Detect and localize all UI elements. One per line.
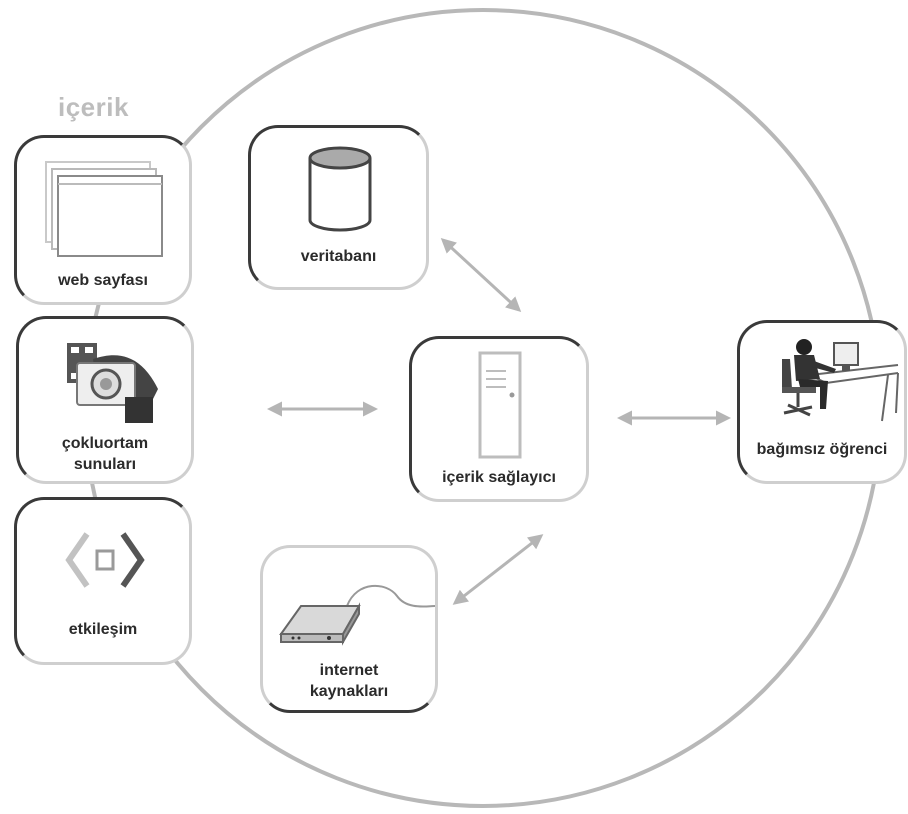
web-page-label: web sayfası <box>58 272 148 289</box>
web-page-icon <box>45 161 163 257</box>
content-provider-label: içerik sağlayıcı <box>442 469 556 486</box>
content-heading: içerik <box>58 92 129 122</box>
internet-label-line1: internet <box>319 662 379 679</box>
node-web-page: web sayfası <box>14 135 192 305</box>
server-icon <box>478 351 522 459</box>
node-internet-resources: internet kaynakları <box>260 545 438 713</box>
multimedia-icon <box>67 343 158 423</box>
modem-icon <box>279 584 436 646</box>
internet-label-line2: kaynakları <box>309 683 389 700</box>
node-multimedia: çokluortam sunuları <box>16 316 194 484</box>
node-independent-learner: bağımsız öğrenci <box>737 320 907 484</box>
arrow-provider-database <box>440 237 522 313</box>
node-content-provider: içerik sağlayıcı <box>409 336 589 502</box>
node-interaction: etkileşim <box>14 497 192 665</box>
node-database: veritabanı <box>248 125 429 290</box>
database-icon <box>308 146 372 232</box>
multimedia-label-line1: çokluortam <box>61 435 149 452</box>
arrow-provider-internet <box>452 534 544 605</box>
interaction-icon <box>65 532 145 588</box>
interaction-label: etkileşim <box>68 621 138 638</box>
learner-at-desk-icon <box>782 339 899 422</box>
multimedia-label-line2: sunuları <box>73 456 137 473</box>
database-label: veritabanı <box>300 248 377 265</box>
learner-label: bağımsız öğrenci <box>756 441 888 458</box>
